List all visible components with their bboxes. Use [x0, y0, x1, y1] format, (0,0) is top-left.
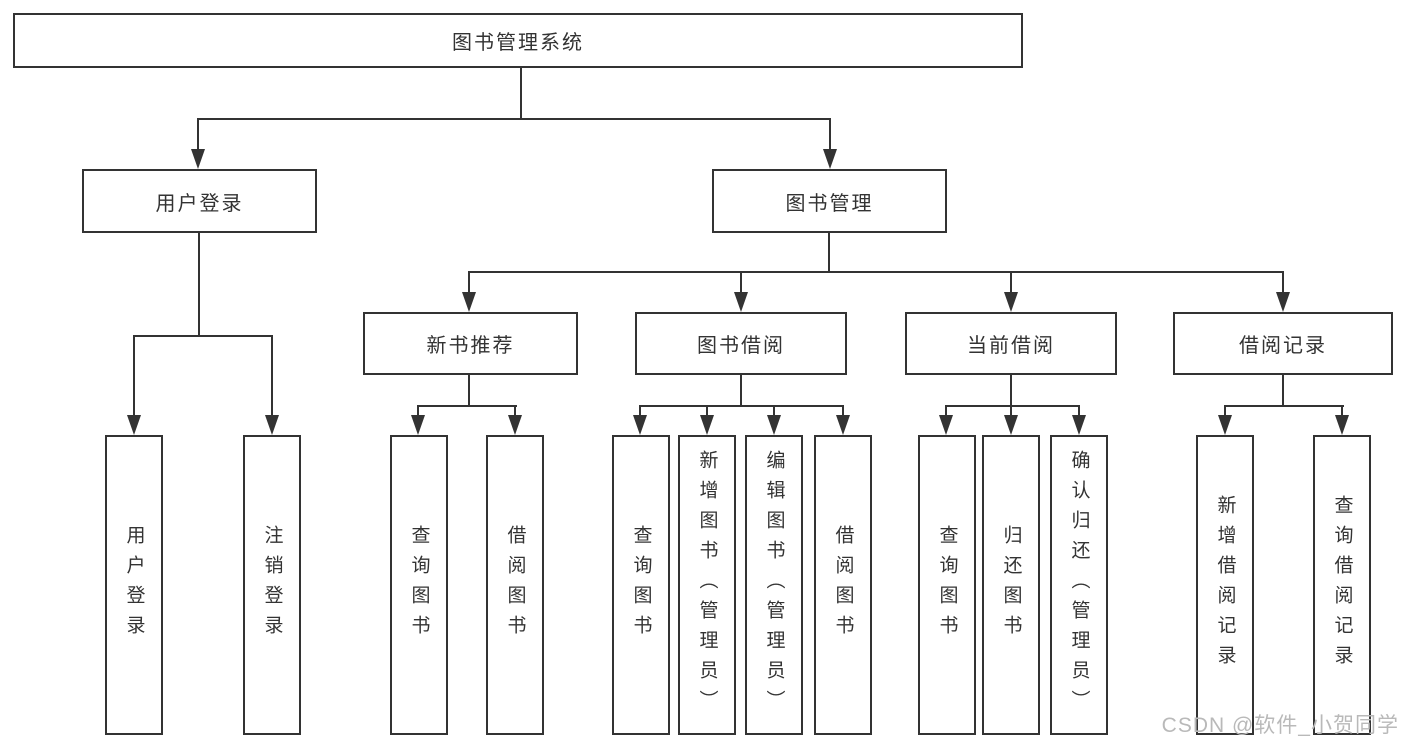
connector-stem	[773, 405, 775, 419]
leaf-query-books-recommend-label: 查询图书	[408, 525, 430, 645]
connector-current-borrow-stem	[1010, 375, 1012, 407]
leaf-user-login: 用户登录	[105, 435, 163, 735]
arrowhead	[411, 415, 425, 435]
leaf-add-borrow-record-label: 新增借阅记录	[1214, 495, 1236, 675]
connector-new-book-stem	[468, 375, 470, 407]
arrowhead-leaf-login	[127, 415, 141, 435]
leaf-confirm-return-admin: 确认归还（管理员）	[1050, 435, 1108, 735]
connector-stem-borrow-records	[1282, 271, 1284, 295]
connector-current-borrow-bus	[945, 405, 1080, 407]
connector-book-borrow-stem	[740, 375, 742, 407]
connector-stem	[1341, 405, 1343, 419]
node-book-borrow-label: 图书借阅	[697, 335, 785, 357]
leaf-borrow-books-recommend: 借阅图书	[486, 435, 544, 735]
connector-stem	[417, 405, 419, 419]
connector-book-management-stem	[828, 233, 830, 273]
arrowhead	[1335, 415, 1349, 435]
node-book-management: 图书管理	[712, 169, 947, 233]
arrowhead-borrow-records	[1276, 292, 1290, 312]
leaf-edit-book-admin-label: 编辑图书（管理员）	[763, 450, 785, 720]
leaf-add-borrow-record: 新增借阅记录	[1196, 435, 1254, 735]
arrowhead	[767, 415, 781, 435]
leaf-query-borrow-record-label: 查询借阅记录	[1331, 495, 1353, 675]
leaf-logout: 注销登录	[243, 435, 301, 735]
node-user-login-label: 用户登录	[155, 192, 244, 215]
connector-book-management-bus	[468, 271, 1284, 273]
arrowhead	[1004, 415, 1018, 435]
connector-user-login-bus	[133, 335, 273, 337]
connector-stem	[945, 405, 947, 419]
connector-stem-new-book	[468, 271, 470, 295]
node-current-borrow: 当前借阅	[905, 312, 1117, 375]
connector-root-stem	[520, 68, 522, 119]
leaf-add-book-admin-label: 新增图书（管理员）	[696, 450, 718, 720]
leaf-borrow-books-label: 借阅图书	[832, 525, 854, 645]
arrowhead	[1072, 415, 1086, 435]
arrowhead-current-borrow	[1004, 292, 1018, 312]
node-current-borrow-label: 当前借阅	[967, 335, 1055, 357]
connector-stem	[842, 405, 844, 419]
node-new-book-recommend: 新书推荐	[363, 312, 578, 375]
connector-new-book-bus	[417, 405, 517, 407]
arrowhead	[1218, 415, 1232, 435]
node-book-management-label: 图书管理	[785, 192, 874, 215]
leaf-borrow-books-recommend-label: 借阅图书	[504, 525, 526, 645]
node-root-label: 图书管理系统	[452, 32, 584, 54]
leaf-logout-label: 注销登录	[261, 525, 283, 645]
leaf-query-borrow-record: 查询借阅记录	[1313, 435, 1371, 735]
csdn-watermark: CSDN @软件_小贺同学	[1161, 714, 1399, 737]
connector-stem-book-management	[829, 118, 831, 152]
leaf-borrow-books: 借阅图书	[814, 435, 872, 735]
connector-borrow-records-stem	[1282, 375, 1284, 407]
node-root: 图书管理系统	[13, 13, 1023, 68]
leaf-confirm-return-admin-label: 确认归还（管理员）	[1068, 450, 1090, 720]
connector-stem	[1010, 405, 1012, 419]
connector-stem	[1224, 405, 1226, 419]
connector-user-login-stem	[198, 233, 200, 337]
arrowhead-user-login	[191, 149, 205, 169]
connector-stem	[639, 405, 641, 419]
leaf-query-books-borrow-label: 查询图书	[630, 525, 652, 645]
connector-stem	[706, 405, 708, 419]
connector-borrow-records-bus	[1224, 405, 1344, 407]
leaf-edit-book-admin: 编辑图书（管理员）	[745, 435, 803, 735]
leaf-query-books-current-label: 查询图书	[936, 525, 958, 645]
arrowhead-new-book	[462, 292, 476, 312]
connector-book-borrow-bus	[639, 405, 844, 407]
arrowhead-leaf-logout	[265, 415, 279, 435]
leaf-query-books-borrow: 查询图书	[612, 435, 670, 735]
node-user-login: 用户登录	[82, 169, 317, 233]
arrowhead	[836, 415, 850, 435]
leaf-return-book: 归还图书	[982, 435, 1040, 735]
connector-stem-leaf-login	[133, 335, 135, 419]
arrowhead	[633, 415, 647, 435]
leaf-return-book-label: 归还图书	[1000, 525, 1022, 645]
connector-root-bus	[197, 118, 831, 120]
connector-stem-user-login	[197, 118, 199, 152]
leaf-user-login-label: 用户登录	[123, 525, 145, 645]
connector-stem	[514, 405, 516, 419]
arrowhead	[508, 415, 522, 435]
leaf-add-book-admin: 新增图书（管理员）	[678, 435, 736, 735]
connector-stem-book-borrow	[740, 271, 742, 295]
leaf-query-books-current: 查询图书	[918, 435, 976, 735]
connector-stem-current-borrow	[1010, 271, 1012, 295]
leaf-query-books-recommend: 查询图书	[390, 435, 448, 735]
connector-stem-leaf-logout	[271, 335, 273, 419]
arrowhead-book-borrow	[734, 292, 748, 312]
node-borrow-records-label: 借阅记录	[1239, 335, 1327, 357]
node-book-borrow: 图书借阅	[635, 312, 847, 375]
node-borrow-records: 借阅记录	[1173, 312, 1393, 375]
node-new-book-recommend-label: 新书推荐	[426, 335, 515, 357]
arrowhead	[939, 415, 953, 435]
arrowhead	[700, 415, 714, 435]
arrowhead-book-management	[823, 149, 837, 169]
connector-stem	[1078, 405, 1080, 419]
